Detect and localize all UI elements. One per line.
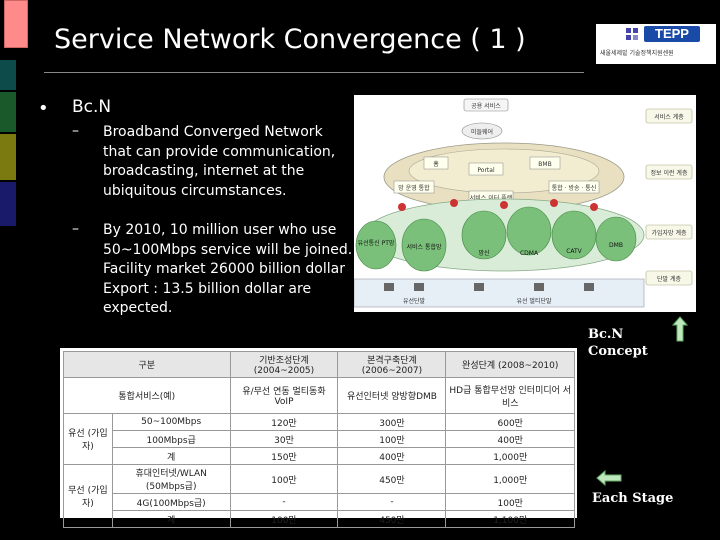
table-row: 계 150만 400만 1,000만: [64, 447, 575, 465]
table-row: 통합서비스(예) 유/무선 연동 멀티동화 VoIP 유선인터넷 양방향DMB …: [63, 377, 575, 414]
logo-text: TEPP: [644, 26, 700, 42]
diagram-label: 망 운영 통합: [398, 184, 430, 192]
cell: 유/무선 연동 멀티동화 VoIP: [229, 377, 339, 414]
col-header: 본격구축단계 (2006~2007): [337, 351, 447, 378]
col-header: 구분: [63, 351, 231, 378]
cell: -: [337, 493, 447, 511]
cell: 400만: [337, 447, 447, 465]
cell: 450만: [337, 510, 447, 528]
accent-bar-olive: [0, 134, 16, 180]
cell: 1,000만: [445, 447, 575, 465]
diagram-label: 유선 멀티단말: [516, 297, 552, 305]
diagram-label: 유선통신 PT망: [358, 239, 395, 247]
cell: 유선인터넷 양방향DMB: [337, 377, 447, 414]
dash-marker: –: [72, 221, 79, 237]
cell: -: [229, 493, 339, 511]
diagram-label: 망신: [478, 249, 489, 257]
cell: 통합서비스(예): [63, 377, 231, 414]
diagram-label: 서비스 통합망: [406, 243, 442, 251]
stage-table: 구분 기반조성단계 (2004~2005) 본격구축단계 (2006~2007)…: [60, 348, 577, 528]
diagram-label: BMB: [538, 161, 551, 168]
col-header: 기반조성단계 (2004~2005): [229, 351, 339, 378]
cell: 100만: [337, 430, 447, 448]
stage-caption: Each Stage: [592, 491, 674, 506]
data-table: 구분 기반조성단계 (2004~2005) 본격구축단계 (2006~2007)…: [63, 351, 575, 528]
sub-item-2: By 2010, 10 million user who use 50~100M…: [103, 222, 353, 316]
cell: 계: [111, 447, 231, 465]
group-cell: 무선 (가입자): [63, 464, 113, 528]
diagram-label: DMB: [609, 242, 623, 249]
cell: 100만: [229, 464, 339, 494]
accent-bar-green: [0, 92, 16, 132]
diagram-label: 유선단말: [403, 297, 426, 305]
dash-marker: –: [72, 123, 79, 139]
slide-title: Service Network Convergence ( 1 ): [54, 24, 526, 55]
diagram-label: 서비스 이터 플랫: [470, 194, 513, 202]
diagram-label: CDMA: [520, 250, 539, 257]
table-header-row: 구분 기반조성단계 (2004~2005) 본격구축단계 (2006~2007)…: [63, 351, 575, 378]
group-cell: 유선 (가입자): [63, 413, 113, 465]
bullet-heading: Bc.N: [72, 97, 112, 117]
sub-item-1: Broadband Converged Network that can pro…: [103, 124, 336, 199]
accent-bar-navy: [0, 182, 16, 226]
col-header: 완성단계 (2008~2010): [445, 351, 575, 378]
concept-caption: Bc.N Concept: [588, 326, 648, 360]
diagram-svg: 공용 서비스 서비스 계층 미들웨어 정보 이런 계층 홈 Portal BMB…: [354, 98, 693, 308]
table-row: 유선 (가입자) 50~100Mbps 120만 300만 600만: [63, 413, 575, 465]
bcn-concept-diagram: 공용 서비스 서비스 계층 미들웨어 정보 이런 계층 홈 Portal BMB…: [354, 95, 696, 312]
accent-bar-teal: [0, 60, 16, 90]
cell: 150만: [229, 447, 339, 465]
cell: 30만: [229, 430, 339, 448]
layer-label-access: 가입자망 계층: [651, 229, 687, 237]
cell: 50~100Mbps: [111, 413, 231, 431]
cell: 100만: [445, 493, 575, 511]
diagram-label: 공용 서비스: [471, 102, 501, 110]
arrow-left-icon: [596, 470, 622, 486]
cell: 100만: [229, 510, 339, 528]
diagram-label: 미들웨어: [471, 128, 493, 136]
bullet-dot: •: [38, 98, 49, 119]
cell: 450만: [337, 464, 447, 494]
cell: 400만: [445, 430, 575, 448]
title-underline: [44, 72, 584, 73]
cell: 600만: [445, 413, 575, 431]
cell: 120만: [229, 413, 339, 431]
cell: 4G(100Mbps급): [111, 493, 231, 511]
diagram-label: 홈: [433, 160, 439, 168]
diagram-label: 통합 · 방송 · 통신: [552, 184, 597, 192]
cell: 100Mbps급: [111, 430, 231, 448]
concept-line-1: Bc.N: [588, 327, 624, 342]
layer-label-info: 정보 이런 계층: [651, 169, 688, 177]
tepp-logo: TEPP 새울세제밑 기술정책지원센원: [596, 24, 716, 64]
cell: 휴대인터넷/WLAN (50Mbps급): [111, 464, 231, 494]
table-row: 계 100만 450만 1,100만: [64, 510, 575, 528]
arrow-up-icon: [672, 316, 688, 342]
diagram-label: Portal: [477, 167, 495, 174]
table-row: 100Mbps급 30만 100만 400만: [64, 430, 575, 448]
table-row: 무선 (가입자) 휴대인터넷/WLAN (50Mbps급) 100만 450만 …: [63, 464, 575, 528]
layer-label-terminal: 단말 계층: [657, 275, 681, 283]
accent-bar-red: [4, 0, 28, 48]
cell: 300만: [337, 413, 447, 431]
table-row: 4G(100Mbps급) - - 100만: [64, 493, 575, 511]
cell: 1,000만: [445, 464, 575, 494]
cell: 1,100만: [445, 510, 575, 528]
cell: 계: [111, 510, 231, 528]
logo-subtitle: 새울세제밑 기술정책지원센원: [600, 50, 674, 57]
layer-label-service: 서비스 계층: [654, 113, 684, 121]
concept-line-2: Concept: [588, 344, 648, 359]
diagram-label: CATV: [566, 248, 582, 255]
cell: HD급 통합무선망 인터미디어 서비스: [445, 377, 575, 414]
